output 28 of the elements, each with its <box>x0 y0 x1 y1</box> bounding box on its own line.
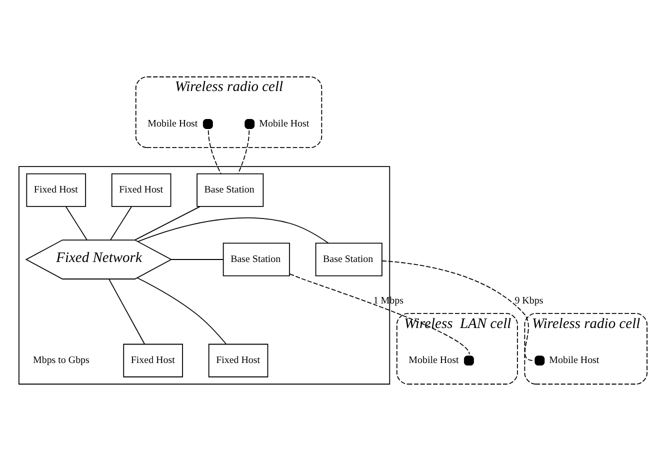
connector <box>110 206 132 240</box>
node-box: Base Station <box>196 173 264 207</box>
node-box: Fixed Host <box>111 173 172 207</box>
connector <box>136 277 226 344</box>
node-box: Fixed Host <box>123 344 183 378</box>
node-hexagon <box>244 119 255 129</box>
connector <box>208 130 222 174</box>
connector <box>137 217 329 244</box>
connector <box>238 130 250 174</box>
node-label: Mobile Host <box>148 118 198 130</box>
node-box: Fixed Host <box>208 344 268 378</box>
connector <box>170 259 224 260</box>
connector <box>66 206 88 240</box>
node-box: Base Station <box>222 242 290 276</box>
node-hexagon <box>534 356 545 366</box>
node-box: Base Station <box>315 242 382 276</box>
node-box: Fixed Host <box>26 173 86 207</box>
label: Mbps to Gbps <box>33 355 90 366</box>
node-label: Mobile Host <box>549 355 600 366</box>
node-hexagon <box>464 356 474 366</box>
node-hexagon <box>202 119 213 129</box>
node-label: Mobile Host <box>259 118 310 130</box>
connector <box>382 260 534 362</box>
connector <box>108 278 145 344</box>
connector <box>134 206 200 240</box>
edge-label: 9 Kbps <box>514 295 544 306</box>
node-label: Mobile Host <box>408 355 459 366</box>
connector <box>289 273 470 355</box>
